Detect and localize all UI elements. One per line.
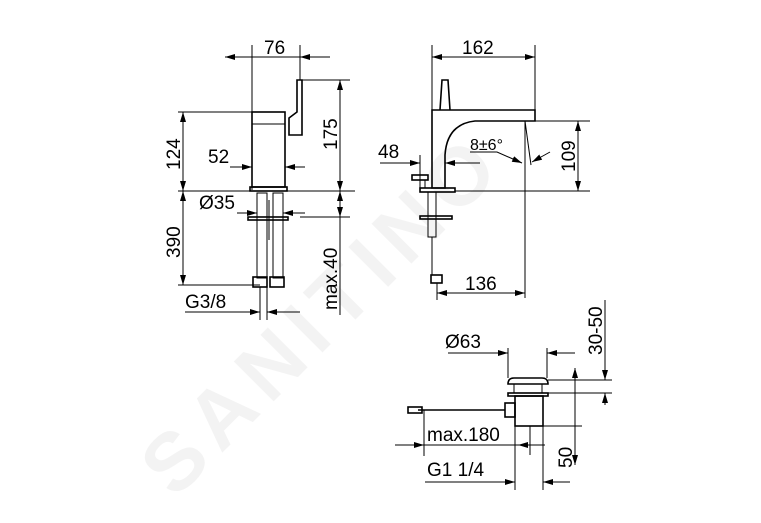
dim-d63: Ø63	[445, 332, 481, 353]
dim-109: 109	[559, 140, 580, 172]
dim-angle: 8±6°	[470, 137, 503, 154]
dim-30-50: 30-50	[586, 306, 607, 355]
dim-76: 76	[264, 38, 285, 59]
dim-d35: Ø35	[199, 193, 235, 214]
dim-52: 52	[208, 147, 229, 168]
dim-50: 50	[556, 447, 577, 468]
dim-g38: G3/8	[185, 292, 226, 313]
dim-48: 48	[378, 142, 399, 163]
dim-162: 162	[462, 38, 494, 59]
dim-175: 175	[321, 118, 342, 150]
dim-124: 124	[164, 138, 185, 170]
dim-390: 390	[164, 226, 185, 258]
dim-136: 136	[465, 274, 497, 295]
dim-max40: max.40	[321, 248, 342, 310]
dim-max180: max.180	[427, 425, 500, 446]
front-view: 76 124 175 52 Ø35 390 max.40 G3/8	[164, 38, 355, 320]
side-view: 162 48 8±6° 109 136	[378, 38, 590, 300]
dim-g114: G1 1/4	[427, 460, 484, 481]
drain-view: Ø63 30-50 max.180 50 G1 1/4	[395, 300, 612, 490]
